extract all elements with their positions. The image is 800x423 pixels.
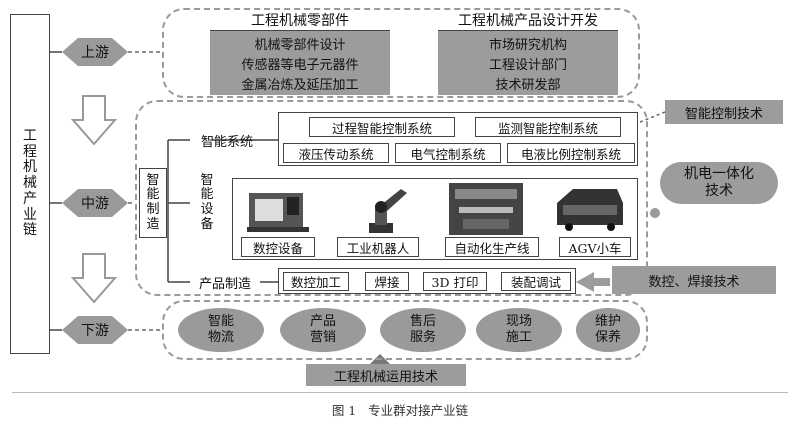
intelligent-control-tech: 智能控制技术 bbox=[665, 100, 783, 124]
electrical-control-system: 电气控制系统 bbox=[395, 143, 501, 163]
component-item-2: 金属冶炼及延压加工 bbox=[241, 77, 359, 93]
cnc-equipment: 数控设备 bbox=[241, 237, 315, 257]
component-item-1: 传感器等电子元器件 bbox=[241, 57, 359, 73]
upstream-right-title: 工程机械产品设计开发 bbox=[438, 10, 618, 31]
intelligent-system-box: 过程智能控制系统 监测智能控制系统 液压传动系统 电气控制系统 电液比例控制系统 bbox=[278, 112, 638, 166]
3d-printing: 3D 打印 bbox=[423, 272, 487, 291]
intelligent-system-label: 智能系统 bbox=[200, 134, 253, 150]
component-item-0: 机械零部件设计 bbox=[254, 37, 346, 53]
intelligent-manufacturing-label: 智能制造 bbox=[139, 168, 167, 238]
mechatronics-tech-cloud: 机电一体化技术 bbox=[660, 162, 778, 204]
application-tech-label: 工程机械运用技术 bbox=[306, 364, 466, 386]
electro-hydraulic-system: 电液比例控制系统 bbox=[507, 143, 635, 163]
industrial-robot: 工业机器人 bbox=[337, 237, 419, 257]
upstream-container bbox=[162, 8, 640, 98]
design-item-2: 技术研发部 bbox=[495, 77, 561, 93]
downstream-item-3: 现场施工 bbox=[476, 308, 562, 352]
welding: 焊接 bbox=[365, 272, 409, 291]
industrial-robot-picture bbox=[369, 189, 407, 233]
intelligent-equipment-label: 智能设备 bbox=[200, 172, 214, 232]
downstream-item-0: 智能物流 bbox=[178, 308, 264, 352]
production-line-picture bbox=[449, 183, 523, 235]
upstream-design: 工程机械产品设计开发 市场研究机构工程设计部门技术研发部 bbox=[438, 10, 618, 95]
hydraulic-system: 液压传动系统 bbox=[283, 143, 389, 163]
design-item-0: 市场研究机构 bbox=[488, 37, 567, 53]
caption-divider bbox=[12, 392, 788, 393]
downstream-item-4: 维护保养 bbox=[576, 308, 640, 352]
cnc-machining: 数控加工 bbox=[283, 272, 349, 291]
downstream-item-2: 售后服务 bbox=[380, 308, 466, 352]
assembly-debugging: 装配调试 bbox=[501, 272, 571, 291]
monitoring-control-system: 监测智能控制系统 bbox=[475, 117, 621, 137]
downstream-container bbox=[162, 300, 648, 360]
upstream-left-title: 工程机械零部件 bbox=[210, 10, 390, 31]
cloud-bubble bbox=[650, 208, 660, 218]
process-control-system: 过程智能控制系统 bbox=[309, 117, 455, 137]
figure-caption: 图 1 专业群对接产业链 bbox=[331, 402, 469, 418]
intelligent-equipment-box: 数控设备 工业机器人 自动化生产线 AGV小车 bbox=[232, 178, 638, 260]
design-item-1: 工程设计部门 bbox=[488, 57, 567, 73]
product-manufacturing-box: 数控加工 焊接 3D 打印 装配调试 bbox=[278, 268, 576, 294]
midstream-container bbox=[135, 100, 648, 296]
agv-picture bbox=[557, 189, 623, 231]
automated-production-line: 自动化生产线 bbox=[445, 237, 539, 257]
stage-downstream: 下游 bbox=[62, 316, 128, 344]
product-manufacturing-label: 产品制造 bbox=[198, 276, 251, 292]
downstream-item-1: 产品营销 bbox=[280, 308, 366, 352]
industry-chain-label: 工程机械产业链 bbox=[10, 14, 50, 354]
stage-upstream: 上游 bbox=[62, 38, 128, 66]
stage-midstream: 中游 bbox=[62, 189, 128, 217]
cnc-welding-tech: 数控、焊接技术 bbox=[612, 266, 776, 294]
cnc-machine-picture bbox=[247, 193, 309, 232]
agv-cart: AGV小车 bbox=[559, 237, 631, 257]
upstream-components: 工程机械零部件 机械零部件设计传感器等电子元器件金属冶炼及延压加工 bbox=[210, 10, 390, 95]
